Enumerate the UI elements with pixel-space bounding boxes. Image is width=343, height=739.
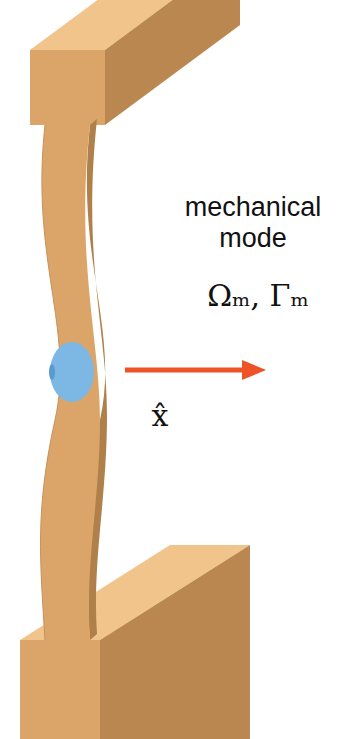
arrow-head <box>242 360 266 380</box>
displacement-symbol: x̂ <box>152 398 169 433</box>
mode-title: mechanical mode <box>168 192 338 254</box>
clamp-front-face <box>30 50 105 125</box>
mode-parameters: Ωₘ, Γₘ <box>207 278 309 313</box>
displacement-arrow <box>125 368 245 373</box>
clamp-side-face <box>105 0 240 125</box>
clamp-front-face <box>20 640 100 739</box>
optical-spot-edge <box>49 364 55 380</box>
beam-front <box>41 125 100 640</box>
optical-spot <box>50 342 94 402</box>
clamp-side-face <box>100 545 250 739</box>
